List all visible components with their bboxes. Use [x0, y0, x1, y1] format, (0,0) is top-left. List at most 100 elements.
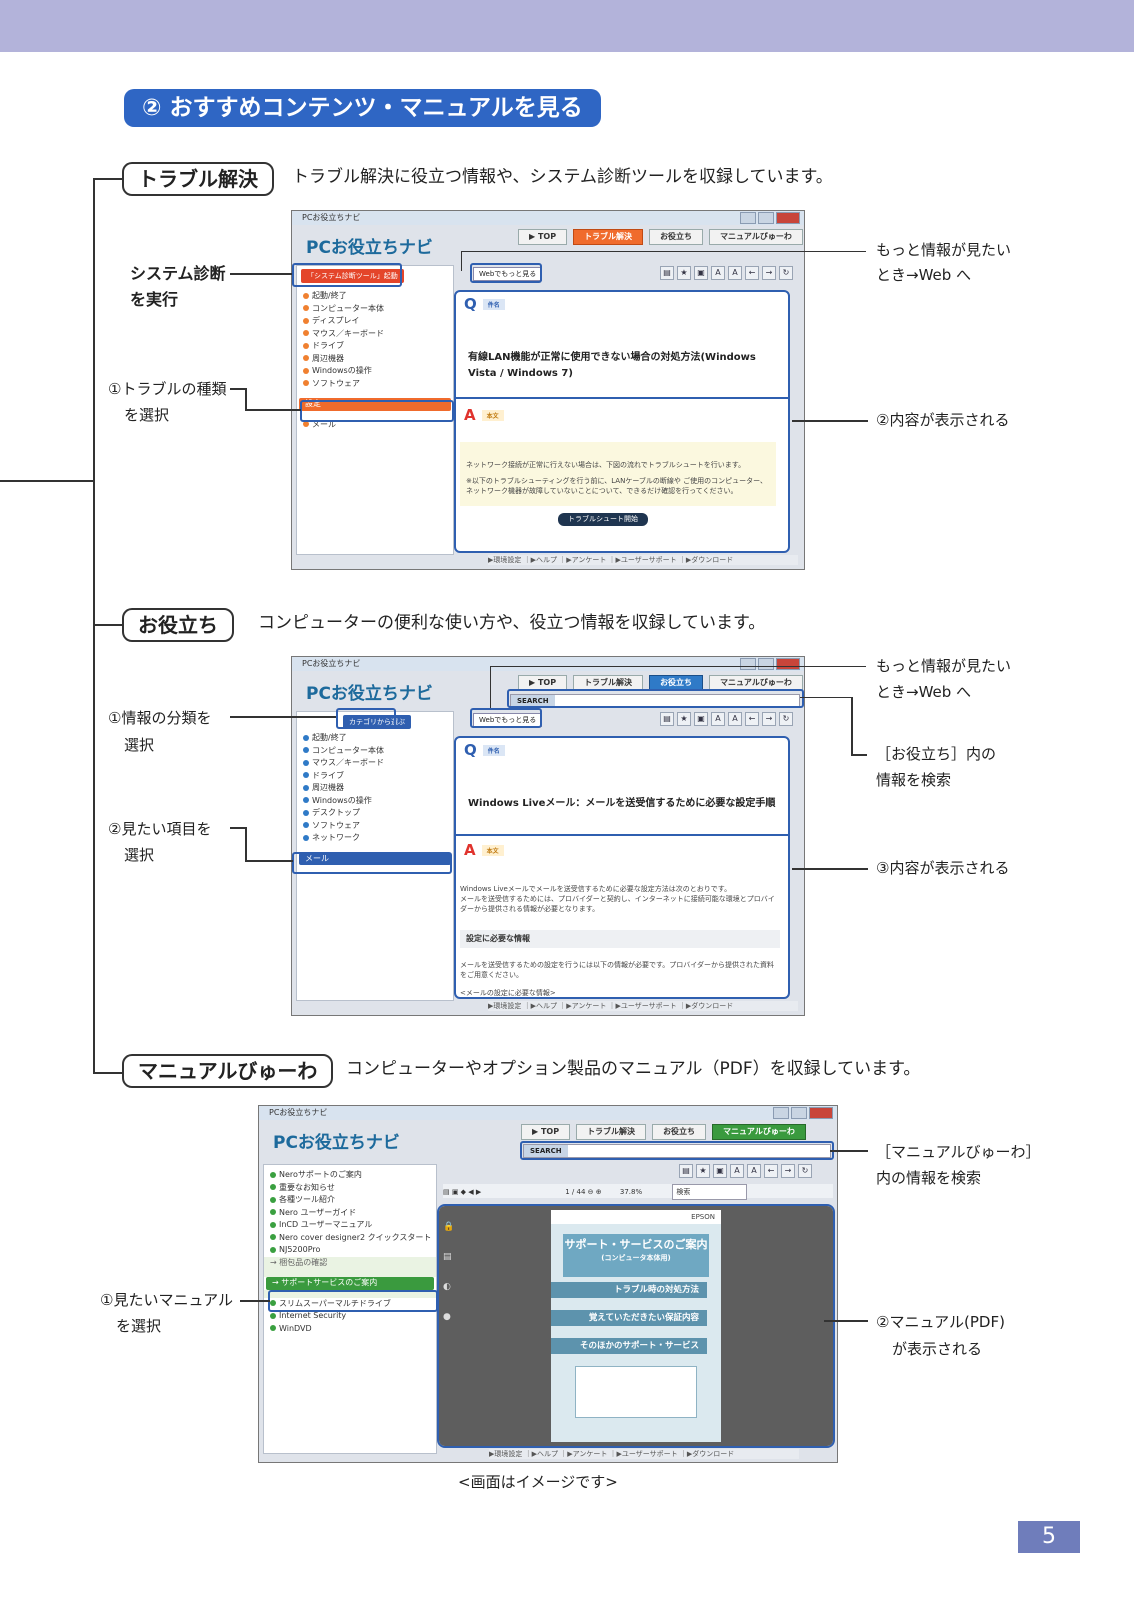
sidebar-item[interactable]: ネットワーク — [297, 832, 453, 845]
sidebar-item[interactable]: マウス／キーボード — [297, 757, 453, 770]
sidebar-item[interactable]: Internet Security — [264, 1310, 436, 1323]
search-input[interactable]: SEARCH — [523, 1144, 831, 1158]
tab-manual[interactable]: マニュアルびゅーわ — [712, 1124, 806, 1140]
sidebar-item[interactable]: WinDVD — [264, 1323, 436, 1336]
tab-top[interactable]: ▶ TOP — [518, 229, 568, 245]
sidebar-item[interactable]: 各種ツール紹介 — [264, 1194, 436, 1207]
sidebar-item[interactable]: Windowsの操作 — [297, 795, 453, 808]
tab-trouble[interactable]: トラブル解決 — [573, 229, 644, 245]
sidebar-item[interactable]: 重要なお知らせ — [264, 1182, 436, 1195]
forward-icon[interactable]: → — [762, 266, 776, 280]
maximize-button[interactable] — [758, 658, 774, 670]
tab-trouble[interactable]: トラブル解決 — [576, 1124, 647, 1140]
pdf-zoom[interactable]: 37.8% — [619, 1188, 643, 1196]
sidebar-item[interactable]: デスクトップ — [297, 807, 453, 820]
sidebar-item[interactable]: コンピューター本体 — [297, 303, 453, 316]
sidebar-item[interactable]: スリムスーパーマルチドライブ — [264, 1298, 436, 1311]
tab-top[interactable]: ▶ TOP — [521, 1124, 571, 1140]
sidebar-list: Neroサポートのご案内 重要なお知らせ 各種ツール紹介 Nero ユーザーガイ… — [264, 1169, 436, 1335]
troubleshoot-start-button[interactable]: トラブルシュート開始 — [558, 513, 648, 526]
forward-icon[interactable]: → — [762, 712, 776, 726]
minimize-button[interactable] — [740, 658, 756, 670]
sidebar-item-label: ソフトウェア — [312, 378, 360, 388]
pdf-page-info[interactable]: 1 / 44 — [565, 1188, 586, 1196]
copy-icon[interactable]: ▣ — [694, 712, 708, 726]
back-icon[interactable]: ← — [764, 1164, 778, 1178]
sidebar-item[interactable]: InCD ユーザーマニュアル — [264, 1219, 436, 1232]
sidebar-item[interactable]: 起動/終了 — [297, 290, 453, 303]
sidebar-item[interactable]: ディスプレイ — [297, 315, 453, 328]
font-small-icon[interactable]: A — [711, 266, 725, 280]
bookmark-icon[interactable]: ★ — [677, 712, 691, 726]
forward-icon[interactable]: → — [781, 1164, 795, 1178]
font-large-icon[interactable]: A — [747, 1164, 761, 1178]
callout-trouble-type: ①トラブルの種類 — [108, 380, 227, 398]
tab-manual[interactable]: マニュアルびゅーわ — [709, 229, 803, 245]
close-button[interactable] — [809, 1107, 833, 1119]
sidebar-item-selected[interactable]: → サポートサービスのご案内 — [266, 1277, 434, 1290]
copy-icon[interactable]: ▣ — [694, 266, 708, 280]
sidebar-item[interactable]: 起動/終了 — [297, 732, 453, 745]
sidebar-item[interactable]: 周辺機器 — [297, 782, 453, 795]
minimize-button[interactable] — [740, 212, 756, 224]
back-icon[interactable]: ← — [745, 266, 759, 280]
print-icon[interactable]: ▤ — [660, 712, 674, 726]
sidebar-item[interactable]: メール — [297, 419, 453, 432]
tab-useful[interactable]: お役立ち — [649, 229, 704, 245]
refresh-icon[interactable]: ↻ — [779, 712, 793, 726]
sidebar-item[interactable]: ドライブ — [297, 770, 453, 783]
bullet-icon — [270, 1171, 276, 1178]
sidebar-item[interactable]: マウス／キーボード — [297, 328, 453, 341]
window-title: PCお役立ちナビ — [302, 659, 361, 668]
maximize-button[interactable] — [758, 212, 774, 224]
print-icon[interactable]: ▤ — [679, 1164, 693, 1178]
sidebar-item-label: 重要なお知らせ — [279, 1182, 335, 1192]
callout-line — [245, 409, 301, 411]
callout-line — [230, 827, 246, 829]
print-icon[interactable]: ▤ — [660, 266, 674, 280]
back-icon[interactable]: ← — [745, 712, 759, 726]
bookmark-icon[interactable]: ★ — [696, 1164, 710, 1178]
callout-item: 選択 — [124, 846, 155, 864]
sidebar-item[interactable]: Nero cover designer2 クイックスタート — [264, 1232, 436, 1245]
bullet-icon — [303, 342, 309, 349]
sidebar-item-label: ディスプレイ — [312, 316, 360, 325]
sidebar-item-label: マウス／キーボード — [312, 328, 384, 338]
pdf-search-input[interactable]: 検索 — [672, 1184, 748, 1200]
sidebar-item[interactable]: 周辺機器 — [297, 353, 453, 366]
sidebar-item-label: → サポートサービスのご案内 — [272, 1278, 378, 1287]
minimize-button[interactable] — [773, 1107, 789, 1119]
tab-useful[interactable]: お役立ち — [652, 1124, 707, 1140]
system-diagnosis-button[interactable]: 「システム診断ツール」起動 — [301, 269, 404, 283]
sidebar-item[interactable]: コンピューター本体 — [297, 745, 453, 758]
answer-text: メールを送受信するための設定を行うには以下の情報が必要です。プロバイダーから提供… — [460, 961, 775, 979]
sidebar-item[interactable]: Nero ユーザーガイド — [264, 1207, 436, 1220]
bullet-icon — [270, 1325, 276, 1331]
font-large-icon[interactable]: A — [728, 712, 742, 726]
sidebar-item[interactable]: ソフトウェア — [297, 378, 453, 391]
refresh-icon[interactable]: ↻ — [798, 1164, 812, 1178]
copy-icon[interactable]: ▣ — [713, 1164, 727, 1178]
maximize-button[interactable] — [791, 1107, 807, 1119]
sidebar-spacer — [264, 1269, 436, 1277]
close-button[interactable] — [776, 658, 800, 670]
bookmark-icon[interactable]: ★ — [677, 266, 691, 280]
font-small-icon[interactable]: A — [730, 1164, 744, 1178]
sidebar-item[interactable]: Windowsの操作 — [297, 365, 453, 378]
sidebar-item[interactable]: NJ5200Pro — [264, 1244, 436, 1257]
sidebar-item[interactable]: ソフトウェア — [297, 820, 453, 833]
sidebar-subitem[interactable]: → 梱包品の確認 — [264, 1256, 436, 1269]
sidebar-item-selected[interactable]: メール — [299, 852, 451, 865]
font-small-icon[interactable]: A — [711, 712, 725, 726]
sidebar-item-label: 周辺機器 — [312, 783, 344, 792]
refresh-icon[interactable]: ↻ — [779, 266, 793, 280]
highlight-box — [470, 708, 542, 728]
sidebar-item[interactable]: ドライブ — [297, 340, 453, 353]
pdf-title: サポート・サービスのご案内 — [564, 1238, 708, 1251]
callout-search: ［お役立ち］内の — [876, 745, 997, 763]
close-button[interactable] — [776, 212, 800, 224]
sidebar-item[interactable]: Neroサポートのご案内 — [264, 1169, 436, 1182]
font-large-icon[interactable]: A — [728, 266, 742, 280]
